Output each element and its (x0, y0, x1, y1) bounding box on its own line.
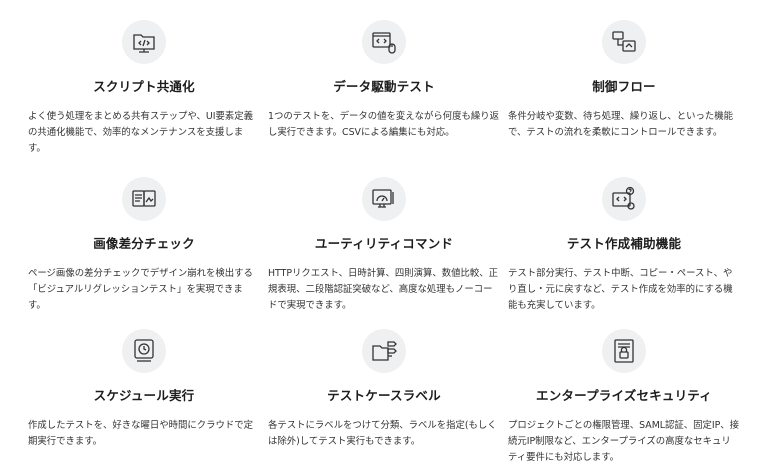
code-help-gear-icon (602, 177, 646, 221)
feature-description: 条件分岐や変数、待ち処理、繰り返し、といった機能で、テストの流れを柔軟にコントロ… (508, 111, 734, 138)
lock-document-icon (602, 329, 646, 373)
feature-card-control-flow: 制御フロー 条件分岐や変数、待ち処理、繰り返し、といった機能で、テストの流れを柔… (508, 20, 740, 141)
feature-description: プロジェクトごとの権限管理、SAML認証、固定IP、接続元IP制限など、エンター… (508, 420, 740, 463)
feature-description: 作成したテストを、好きな曜日や時間にクラウドで定期実行できます。 (28, 420, 254, 447)
feature-description: 1つのテストを、データの値を変えながら何度も繰り返し実行できます。CSVによる編… (268, 111, 499, 138)
feature-description: よく使う処理をまとめる共有ステップや、UI要素定義の共通化機能で、効率的なメンテ… (28, 111, 253, 154)
feature-description: テスト部分実行、テスト中断、コピー・ペースト、やり直し・元に戻すなど、テスト作成… (508, 268, 733, 311)
feature-title: 制御フロー (592, 79, 656, 94)
flow-windows-icon (602, 20, 646, 64)
feature-title: ユーティリティコマンド (314, 236, 454, 251)
feature-title: エンタープライズセキュリティ (536, 388, 712, 403)
folder-labels-icon (362, 329, 406, 373)
feature-card-script-sharing: スクリプト共通化 よく使う処理をまとめる共有ステップや、UI要素定義の共通化機能… (28, 20, 260, 157)
feature-title: 画像差分チェック (93, 236, 195, 251)
feature-title: テストケースラベル (327, 388, 441, 403)
code-window-mouse-icon (362, 20, 406, 64)
feature-description: HTTPリクエスト、日時計算、四則演算、数値比較、正規表現、二段階認証突破など、… (268, 268, 499, 311)
feature-card-data-driven: データ駆動テスト 1つのテストを、データの値を変えながら何度も繰り返し実行できま… (268, 20, 500, 141)
clock-monitor-icon (122, 329, 166, 373)
feature-card-enterprise-security: エンタープライズセキュリティ プロジェクトごとの権限管理、SAML認証、固定IP… (508, 329, 740, 466)
feature-description: ページ画像の差分チェックでデザイン崩れを検出する「ビジュアルリグレッションテスト… (28, 268, 253, 311)
feature-card-utility-commands: ユーティリティコマンド HTTPリクエスト、日時計算、四則演算、数値比較、正規表… (268, 177, 500, 314)
folder-code-icon (122, 20, 166, 64)
feature-description: 各テストにラベルをつけて分類、ラベルを指定(もしくは除外)してテスト実行もできま… (268, 420, 497, 447)
feature-title: スケジュール実行 (93, 388, 195, 403)
feature-card-image-diff: 画像差分チェック ページ画像の差分チェックでデザイン崩れを検出する「ビジュアルリ… (28, 177, 260, 314)
feature-title: データ駆動テスト (333, 79, 435, 94)
feature-title: スクリプト共通化 (93, 79, 195, 94)
image-diff-icon (122, 177, 166, 221)
feature-card-test-labels: テストケースラベル 各テストにラベルをつけて分類、ラベルを指定(もしくは除外)し… (268, 329, 500, 450)
feature-title: テスト作成補助機能 (566, 236, 682, 251)
gauge-monitor-icon (362, 177, 406, 221)
feature-card-scheduled-run: スケジュール実行 作成したテストを、好きな曜日や時間にクラウドで定期実行できます… (28, 329, 260, 450)
feature-card-authoring-assist: テスト作成補助機能 テスト部分実行、テスト中断、コピー・ペースト、やり直し・元に… (508, 177, 740, 314)
